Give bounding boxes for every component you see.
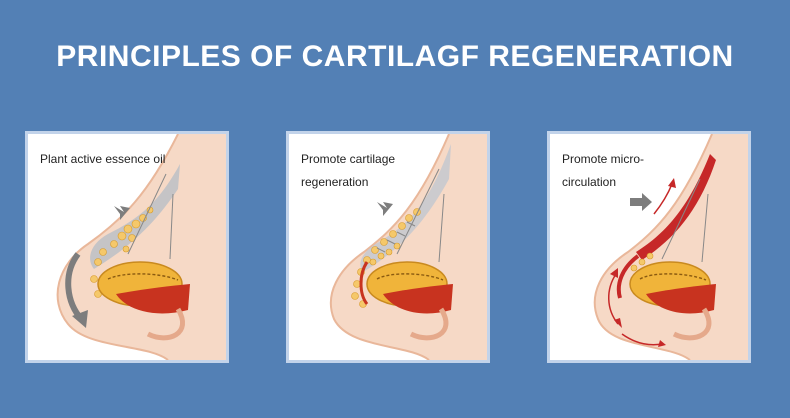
page-title: PRINCIPLES OF CARTILAGF REGENERATION (56, 40, 734, 73)
panel-cartilage-regeneration: Promote cartilage regeneration (286, 131, 490, 363)
nose-cross-section-circulation-icon (593, 134, 748, 360)
nose-cross-section-oil-icon (56, 134, 226, 360)
panel-caption: Promote cartilage regeneration (301, 152, 396, 189)
panel-caption: Promote micro- circulation (562, 152, 645, 189)
panel-micro-circulation: Promote micro- circulation (547, 131, 751, 363)
nose-cross-section-regeneration-icon (329, 134, 487, 360)
panel-plant-oil: Plant active essence oil (25, 131, 229, 363)
panel-caption: Plant active essence oil (40, 152, 166, 166)
